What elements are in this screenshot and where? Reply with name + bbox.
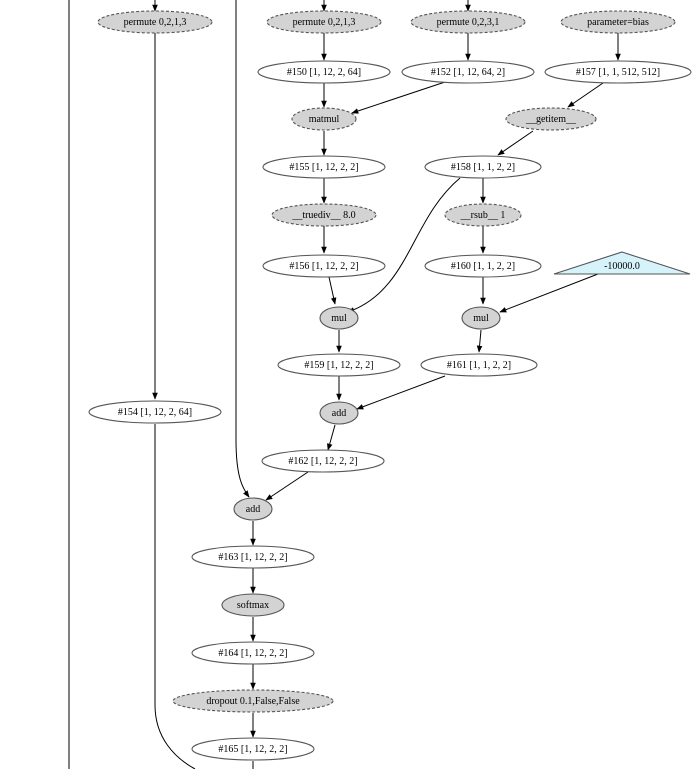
node-rsub: __rsub__ 1 <box>444 203 522 227</box>
node-mul1: mul <box>319 306 359 330</box>
svg-text:#162 [1, 12, 2, 2]: #162 [1, 12, 2, 2] <box>288 456 357 467</box>
edge-t156-to-mul1 <box>328 276 337 305</box>
node-permute-right: permute 0,2,3,1 <box>410 10 526 34</box>
svg-text:add: add <box>332 408 346 419</box>
svg-text:-10000.0: -10000.0 <box>604 261 640 272</box>
node-t154: #154 [1, 12, 2, 64] <box>88 400 222 424</box>
svg-text:#156 [1, 12, 2, 2]: #156 [1, 12, 2, 2] <box>289 261 358 272</box>
svg-text:#150 [1, 12, 2, 64]: #150 [1, 12, 2, 64] <box>287 67 361 78</box>
svg-text:mul: mul <box>473 313 489 324</box>
node-truediv: __truediv__ 8.0 <box>271 203 377 227</box>
svg-text:softmax: softmax <box>237 600 269 611</box>
svg-text:permute 0,2,1,3: permute 0,2,1,3 <box>124 17 187 28</box>
edge-t162-to-add2 <box>265 471 309 501</box>
svg-text:#163 [1, 12, 2, 2]: #163 [1, 12, 2, 2] <box>218 552 287 563</box>
edge-t152-to-matmul <box>351 81 446 114</box>
edges <box>152 0 621 769</box>
node-t163: #163 [1, 12, 2, 2] <box>191 545 315 569</box>
edge-const-to-mul2 <box>499 273 599 313</box>
svg-text:#158 [1, 1, 2, 2]: #158 [1, 1, 2, 2] <box>451 162 515 173</box>
node-permute-mid: permute 0,2,1,3 <box>266 10 382 34</box>
node-mul2: mul <box>461 306 501 330</box>
svg-text:permute 0,2,3,1: permute 0,2,3,1 <box>437 17 500 28</box>
node-t164: #164 [1, 12, 2, 2] <box>191 641 315 665</box>
node-permute-left: permute 0,2,1,3 <box>97 10 213 34</box>
node-t156: #156 [1, 12, 2, 2] <box>262 254 386 278</box>
node-t165: #165 [1, 12, 2, 2] <box>191 737 315 761</box>
svg-text:#164 [1, 12, 2, 2]: #164 [1, 12, 2, 2] <box>218 648 287 659</box>
svg-text:dropout 0.1,False,False: dropout 0.1,False,False <box>206 696 300 707</box>
node-t155: #155 [1, 12, 2, 2] <box>262 155 386 179</box>
node-add1: add <box>319 401 359 425</box>
edge-t157-to-getitem <box>567 82 604 108</box>
svg-text:#161 [1, 1, 2, 2]: #161 [1, 1, 2, 2] <box>447 360 511 371</box>
svg-text:#152 [1, 12, 64, 2]: #152 [1, 12, 64, 2] <box>431 67 505 78</box>
node-t158: #158 [1, 1, 2, 2] <box>424 155 542 179</box>
edge-add1-to-t162 <box>327 424 336 451</box>
svg-text:#154 [1, 12, 2, 64]: #154 [1, 12, 2, 64] <box>118 407 192 418</box>
edge-getitem-to-t158 <box>497 130 534 156</box>
node-softmax: softmax <box>221 593 285 617</box>
edge-t154-down <box>154 424 196 769</box>
node-getitem: __getitem__ <box>505 107 597 131</box>
svg-text:#159 [1, 12, 2, 2]: #159 [1, 12, 2, 2] <box>304 360 373 371</box>
svg-text:__rsub__ 1: __rsub__ 1 <box>460 210 506 221</box>
svg-text:#155 [1, 12, 2, 2]: #155 [1, 12, 2, 2] <box>289 162 358 173</box>
edge-mul2-to-t161 <box>476 329 483 353</box>
svg-text:mul: mul <box>331 313 347 324</box>
edge-t161-to-add1 <box>356 375 446 410</box>
node-t160: #160 [1, 1, 2, 2] <box>424 254 542 278</box>
svg-text:matmul: matmul <box>309 114 340 125</box>
nodes: permute 0,2,1,3 permute 0,2,1,3 permute … <box>88 10 692 761</box>
edge-left-input-to-add2 <box>235 0 250 498</box>
svg-text:#157 [1, 1, 512, 512]: #157 [1, 1, 512, 512] <box>576 67 660 78</box>
node-t161: #161 [1, 1, 2, 2] <box>420 353 538 377</box>
svg-text:__getitem__: __getitem__ <box>525 114 577 125</box>
svg-text:__truediv__ 8.0: __truediv__ 8.0 <box>291 210 355 221</box>
node-constant-triangle: -10000.0 <box>553 251 691 275</box>
node-t159: #159 [1, 12, 2, 2] <box>277 353 401 377</box>
node-add2: add <box>233 497 273 521</box>
node-t152: #152 [1, 12, 64, 2] <box>401 60 535 84</box>
svg-text:#160 [1, 1, 2, 2]: #160 [1, 1, 2, 2] <box>451 261 515 272</box>
node-t162: #162 [1, 12, 2, 2] <box>261 449 385 473</box>
node-t150: #150 [1, 12, 2, 64] <box>257 60 391 84</box>
node-parameter-bias: parameter=bias <box>560 10 676 34</box>
svg-text:#165 [1, 12, 2, 2]: #165 [1, 12, 2, 2] <box>218 744 287 755</box>
node-matmul: matmul <box>291 107 357 131</box>
svg-text:permute 0,2,1,3: permute 0,2,1,3 <box>293 17 356 28</box>
edge-t158-to-mul1 <box>347 177 461 313</box>
node-t157: #157 [1, 1, 512, 512] <box>544 60 692 84</box>
svg-text:add: add <box>246 504 260 515</box>
node-dropout: dropout 0.1,False,False <box>172 689 334 713</box>
svg-text:parameter=bias: parameter=bias <box>587 17 649 28</box>
